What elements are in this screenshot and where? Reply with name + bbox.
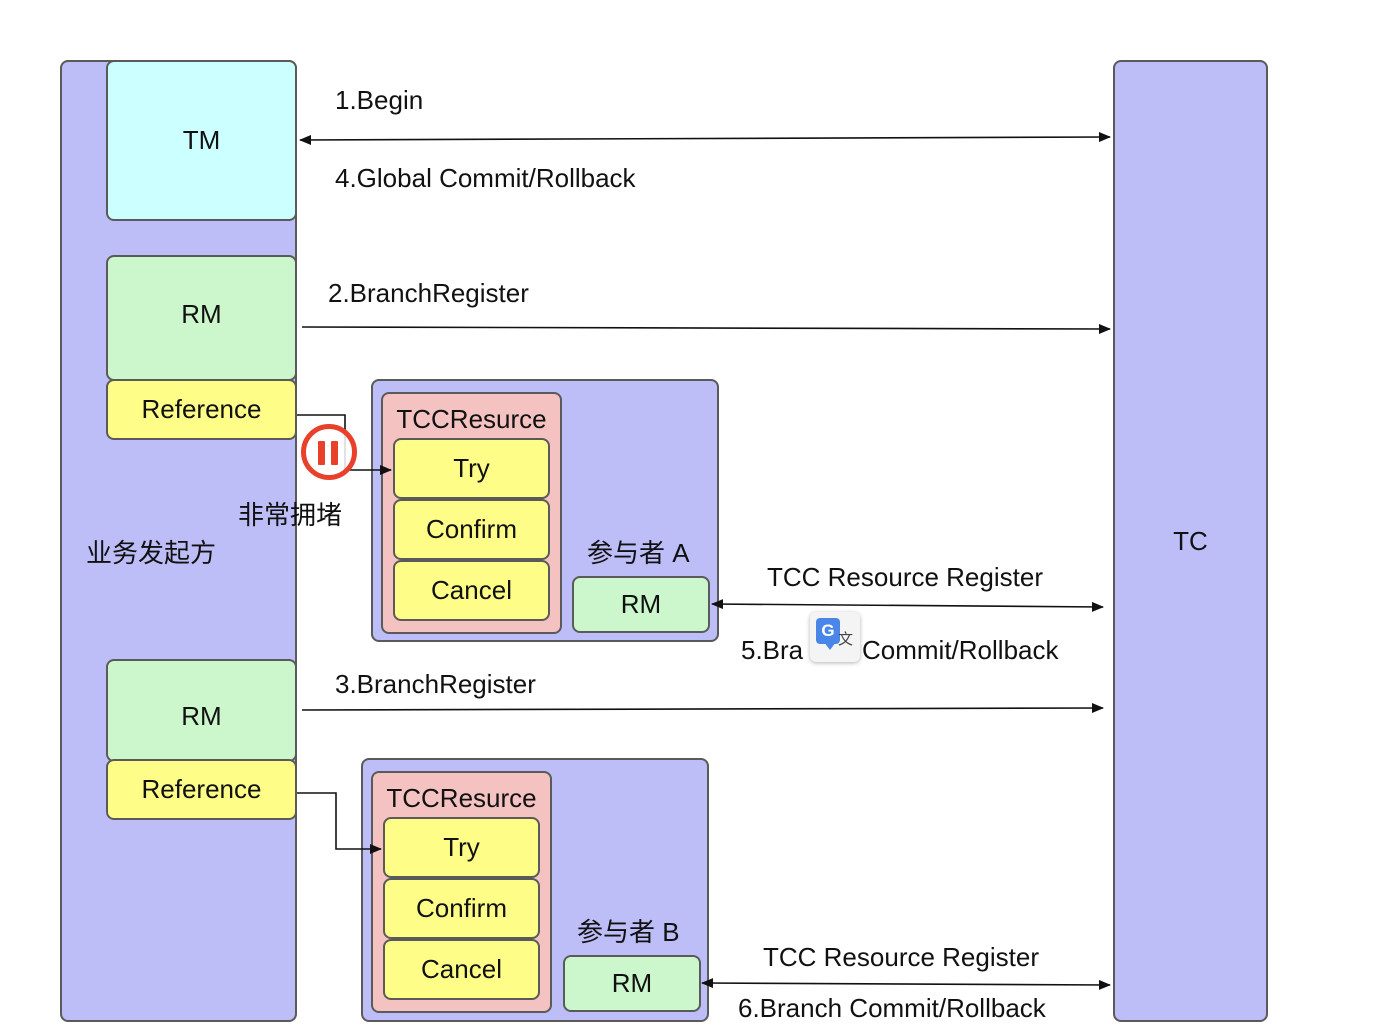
branch-register-1-label: 2.BranchRegister — [328, 278, 529, 308]
branch-commit-b-label: 6.Branch Commit/Rollback — [738, 993, 1046, 1023]
cancel-b-label: Cancel — [421, 954, 502, 984]
cancel-a-box: Cancel — [393, 560, 550, 621]
reference-top-box: Reference — [106, 379, 297, 440]
cancel-a-label: Cancel — [431, 575, 512, 605]
google-translate-icon[interactable]: G 文 — [810, 612, 860, 662]
rm-top-label: RM — [181, 299, 222, 329]
pause-icon[interactable] — [301, 424, 357, 480]
rm-a-box: RM — [572, 576, 710, 633]
try-b-label: Try — [443, 832, 480, 862]
try-b-box: Try — [383, 817, 540, 878]
branch-commit-a-right-label: Commit/Rollback — [862, 635, 1059, 665]
tcc-resource-a-title: TCCResurce — [396, 404, 547, 434]
branch-commit-a-left-label: 5.Bra — [741, 635, 804, 665]
tcc-register-a-label: TCC Resource Register — [767, 562, 1043, 592]
tm-label: TM — [182, 125, 221, 155]
try-a-box: Try — [393, 438, 550, 499]
arrow-tcc-register-a — [711, 599, 1104, 612]
arrow-branch-register-1 — [301, 323, 1111, 334]
connector-reference-b-try — [297, 792, 382, 854]
tcc-resource-b-title: TCCResurce — [386, 783, 537, 813]
tc-label: TC — [1173, 525, 1208, 556]
arrow-tcc-register-b — [701, 978, 1111, 990]
rm-b-label: RM — [611, 968, 653, 998]
rm-b-box: RM — [563, 955, 701, 1012]
tm-box: TM — [106, 60, 297, 221]
branch-register-2-label: 3.BranchRegister — [335, 669, 536, 699]
initiator-label: 业务发起方 — [86, 538, 217, 568]
participant-a-label: 参与者 A — [587, 538, 690, 568]
arrow-begin-commit — [299, 132, 1111, 145]
confirm-a-label: Confirm — [425, 514, 517, 544]
rm-bottom-box: RM — [106, 659, 297, 762]
cancel-b-box: Cancel — [383, 939, 540, 1000]
tc-column: TC — [1113, 60, 1268, 1022]
confirm-b-label: Confirm — [415, 893, 507, 923]
confirm-a-box: Confirm — [393, 499, 550, 560]
blocked-label: 非常拥堵 — [238, 500, 343, 530]
reference-bottom-box: Reference — [106, 759, 297, 820]
tcc-register-b-label: TCC Resource Register — [763, 942, 1039, 972]
try-a-label: Try — [453, 453, 490, 483]
rm-top-box: RM — [106, 255, 297, 381]
participant-b-label: 参与者 B — [577, 917, 680, 947]
global-commit-label: 4.Global Commit/Rollback — [335, 163, 636, 193]
reference-bottom-label: Reference — [141, 774, 262, 804]
reference-top-label: Reference — [141, 394, 262, 424]
confirm-b-box: Confirm — [383, 878, 540, 939]
begin-label: 1.Begin — [335, 85, 424, 115]
rm-a-label: RM — [620, 589, 662, 619]
rm-bottom-label: RM — [181, 701, 222, 731]
arrow-branch-register-2 — [301, 703, 1104, 714]
